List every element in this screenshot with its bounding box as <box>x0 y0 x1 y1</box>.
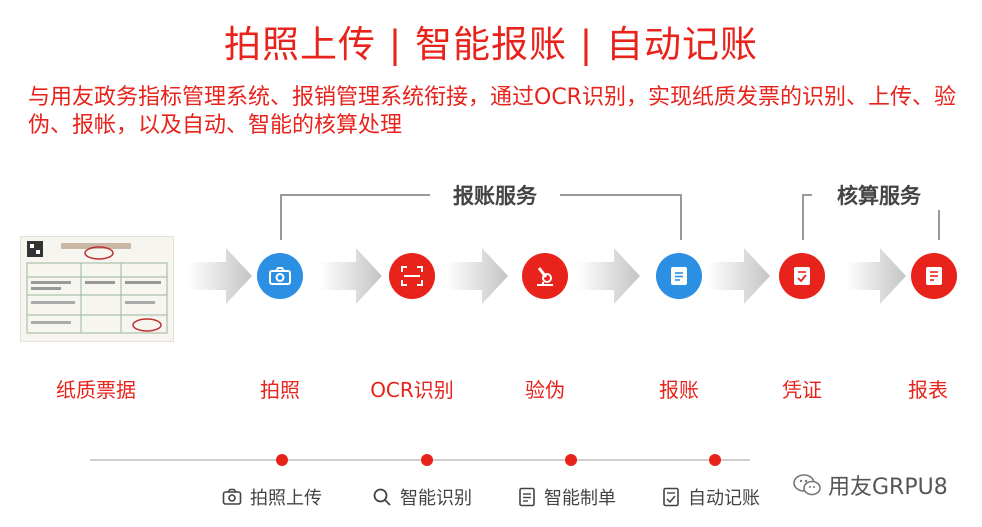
search-icon <box>373 488 391 506</box>
step-report-circle <box>911 253 957 299</box>
step-label-report: 报表 <box>908 378 948 402</box>
camera-icon <box>269 267 291 285</box>
page-title: 拍照上传 | 智能报账 | 自动记账 <box>224 23 758 66</box>
step-voucher-circle <box>779 253 825 299</box>
step-photo-circle <box>257 253 303 299</box>
legend-label: 智能制单 <box>544 488 616 509</box>
arrow-3 <box>446 248 508 304</box>
legend-auto-booking: 自动记账 <box>662 484 760 510</box>
step-label-invoice: 纸质票据 <box>56 378 136 402</box>
arrow-2 <box>320 248 382 304</box>
step-reimburse-circle <box>656 253 702 299</box>
legend-smart-voucher: 智能制单 <box>518 484 616 510</box>
legend-label: 智能识别 <box>400 488 472 509</box>
step-label-verify: 验伪 <box>525 378 565 402</box>
arrow-1 <box>188 248 252 304</box>
bracket-accounting-label: 核算服务 <box>812 180 946 210</box>
document-icon <box>671 267 687 285</box>
watermark-text: 用友GRPU8 <box>828 475 948 500</box>
scan-icon <box>401 266 423 286</box>
watermark: 用友GRPU8 <box>792 469 948 501</box>
legend-smart-recognition: 智能识别 <box>372 484 472 510</box>
document-icon <box>519 487 535 507</box>
step-ocr-circle <box>389 253 435 299</box>
verify-icon <box>537 267 553 286</box>
voucher-icon <box>794 267 810 285</box>
legend-label: 拍照上传 <box>250 488 322 509</box>
camera-icon <box>222 488 242 505</box>
step-label-reimburse: 报账 <box>659 378 699 402</box>
step-label-voucher: 凭证 <box>782 378 822 402</box>
arrow-4 <box>578 248 640 304</box>
legend-label: 自动记账 <box>688 488 760 509</box>
arrow-6 <box>846 248 906 304</box>
report-icon <box>926 267 942 285</box>
page-subtitle: 与用友政务指标管理系统、报销管理系统衔接，通过OCR识别，实现纸质发票的识别、上… <box>28 85 956 138</box>
voucher-icon <box>663 487 679 507</box>
timeline-dot-4 <box>709 454 721 466</box>
timeline-dot-3 <box>565 454 577 466</box>
legend-photo-upload: 拍照上传 <box>222 484 322 510</box>
wechat-icon <box>793 474 821 496</box>
step-verify-circle <box>522 253 568 299</box>
timeline-dot-2 <box>421 454 433 466</box>
step-label-ocr: OCR识别 <box>370 378 454 402</box>
bracket-reimburse-label: 报账服务 <box>430 180 560 210</box>
step-label-photo: 拍照 <box>260 378 300 402</box>
timeline-dot-1 <box>276 454 288 466</box>
invoice-image <box>20 236 174 342</box>
timeline-line <box>90 459 750 461</box>
arrow-5 <box>708 248 770 304</box>
